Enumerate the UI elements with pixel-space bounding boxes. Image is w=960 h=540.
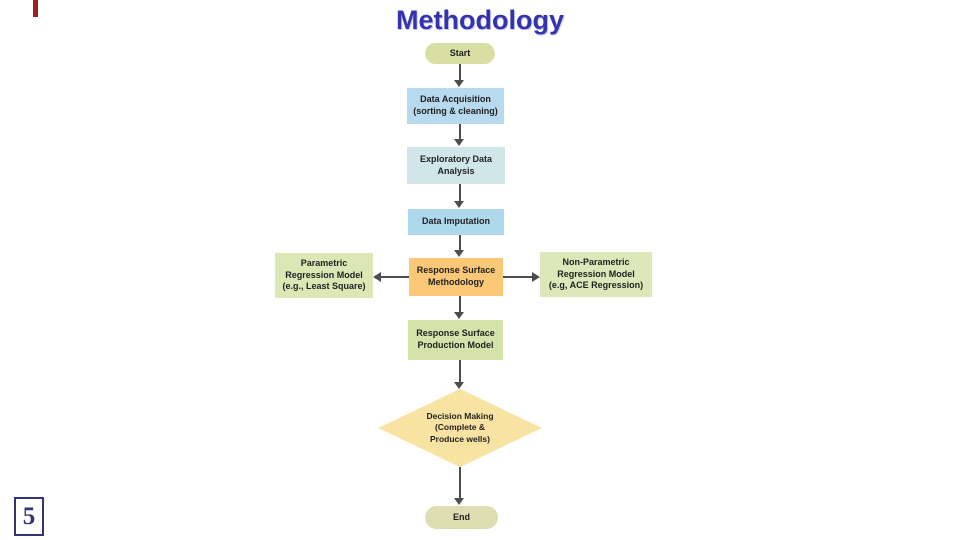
- flow-node-data-imputation-label: Data Imputation: [421, 216, 490, 227]
- arrow-decision-to-end: [459, 467, 461, 498]
- arrow-down-icon: [454, 139, 464, 146]
- arrow-down-icon: [454, 312, 464, 319]
- arrow-left-icon: [373, 272, 381, 282]
- arrow-down-icon: [454, 201, 464, 208]
- arrow-down-icon: [454, 80, 464, 87]
- page-number: 5: [14, 497, 44, 536]
- flow-node-end-label: End: [453, 511, 470, 522]
- flow-node-response-surface-methodology-label: Response Surface Methodology: [416, 265, 496, 287]
- flow-node-data-imputation: Data Imputation: [408, 209, 504, 235]
- flow-node-nonparametric-regression: Non-Parametric Regression Model (e.g, AC…: [540, 252, 652, 297]
- arrow-down-icon: [454, 382, 464, 389]
- flow-node-decision-making-label: Decision Making (Complete & Produce well…: [426, 411, 494, 444]
- arrow-rsm-to-parametric: [381, 276, 409, 278]
- page-number-value: 5: [22, 502, 36, 530]
- arrow-rsm-to-production: [459, 296, 461, 312]
- stray-red-mark: [33, 0, 38, 17]
- flow-node-data-acquisition: Data Acquisition (sorting & cleaning): [407, 88, 504, 124]
- arrow-right-icon: [532, 272, 540, 282]
- flow-node-response-surface-production-label: Response Surface Production Model: [416, 328, 495, 350]
- arrow-down-icon: [454, 498, 464, 505]
- flow-node-decision-making: Decision Making (Complete & Produce well…: [378, 389, 542, 467]
- flow-node-parametric-regression-label: Parametric Regression Model (e.g., Least…: [282, 257, 366, 292]
- slide-title: Methodology: [396, 5, 564, 35]
- flow-node-exploratory-data-analysis: Exploratory Data Analysis: [407, 147, 505, 184]
- flow-node-start: Start: [425, 43, 495, 64]
- flow-node-end: End: [425, 506, 498, 529]
- flow-node-data-acquisition-label: Data Acquisition (sorting & cleaning): [413, 94, 498, 116]
- arrow-start-to-acquisition: [459, 64, 461, 80]
- flow-node-response-surface-production: Response Surface Production Model: [408, 320, 503, 360]
- flow-node-start-label: Start: [449, 47, 471, 58]
- arrow-rsm-to-nonparametric: [503, 276, 532, 278]
- flow-node-exploratory-data-analysis-label: Exploratory Data Analysis: [419, 153, 493, 176]
- arrow-eda-to-imputation: [459, 184, 461, 201]
- arrow-down-icon: [454, 250, 464, 257]
- arrow-acquisition-to-eda: [459, 124, 461, 139]
- arrow-imputation-to-rsm: [459, 235, 461, 250]
- arrow-production-to-decision: [459, 360, 461, 382]
- flow-node-parametric-regression: Parametric Regression Model (e.g., Least…: [275, 253, 373, 298]
- flow-node-response-surface-methodology: Response Surface Methodology: [409, 258, 503, 296]
- flow-node-nonparametric-regression-label: Non-Parametric Regression Model (e.g, AC…: [548, 256, 644, 291]
